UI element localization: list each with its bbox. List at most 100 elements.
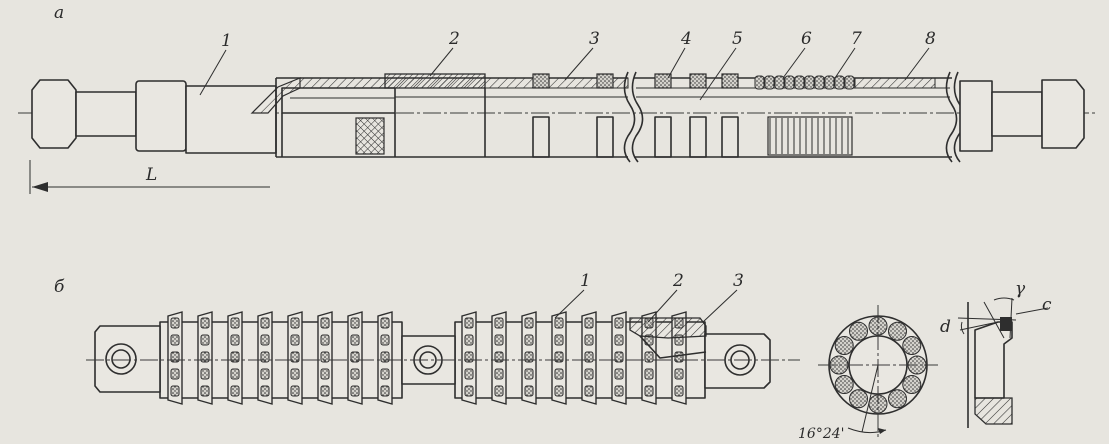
ring-insert	[834, 375, 854, 394]
tooth-insert	[320, 317, 330, 329]
callout-7: 7	[851, 29, 862, 49]
left-mount-hole	[105, 343, 137, 375]
break-line	[945, 71, 958, 163]
ring-insert	[902, 336, 922, 355]
tooth-insert	[614, 368, 624, 380]
tooth-insert	[494, 385, 504, 397]
tooth-insert	[170, 334, 180, 346]
leader-2	[429, 47, 454, 77]
tooth-insert	[524, 317, 534, 329]
calibrating-tooth	[754, 75, 765, 90]
left-shank	[31, 79, 277, 154]
left-shank-body	[185, 85, 277, 154]
tooth-insert	[290, 385, 300, 397]
tooth-insert	[524, 385, 534, 397]
callout-6: 6	[801, 29, 812, 49]
tooth-insert	[350, 334, 360, 346]
tooth-insert	[644, 368, 654, 380]
tooth-insert	[260, 368, 270, 380]
panel-b: б 1 2 3	[54, 271, 1052, 442]
tooth-4a-lower	[654, 116, 672, 158]
panel-a-label: а	[54, 3, 64, 23]
callout-5: 5	[732, 29, 743, 49]
tooth-5-lower	[721, 116, 739, 158]
leader-b-2	[647, 289, 678, 323]
tooth-insert	[494, 368, 504, 380]
break-line	[631, 71, 644, 163]
ring-insert	[888, 389, 907, 409]
calibrating-tooth	[764, 75, 775, 90]
tooth-insert	[524, 334, 534, 346]
tooth-insert	[320, 368, 330, 380]
callout-4: 4	[680, 29, 692, 49]
tooth-3a	[532, 73, 550, 89]
tooth-insert	[644, 385, 654, 397]
knurled-ring	[355, 117, 385, 155]
leader-6	[782, 47, 806, 79]
tooth-insert	[464, 334, 474, 346]
dimension-arrowhead	[32, 182, 48, 192]
angle-ray	[861, 364, 879, 433]
right-shank-collar	[959, 80, 993, 152]
tooth-4a	[654, 73, 672, 89]
callout-b-2: 2	[672, 271, 684, 291]
tooth-insert	[290, 334, 300, 346]
tooth-insert	[350, 385, 360, 397]
leader-4	[667, 47, 686, 79]
left-shank-neck	[75, 91, 137, 137]
leader-3	[564, 47, 594, 81]
calibrating-tooth	[784, 75, 795, 90]
callout-8: 8	[925, 29, 936, 49]
callout-b-1: 1	[580, 271, 591, 291]
tooth-insert	[614, 385, 624, 397]
calibrating-tooth	[834, 75, 845, 90]
tooth-insert	[170, 368, 180, 380]
tooth-insert	[290, 368, 300, 380]
left-end-plate	[94, 325, 161, 393]
tooth-insert	[554, 368, 564, 380]
angle-ref-line	[959, 321, 999, 331]
left-shank-collar	[135, 80, 187, 152]
tooth-insert	[170, 317, 180, 329]
tooth-4b-lower	[689, 116, 707, 158]
inner-sleeve	[281, 87, 396, 114]
tooth-5	[721, 73, 739, 89]
tooth-insert	[230, 334, 240, 346]
break-line	[623, 71, 636, 163]
tooth-insert	[674, 385, 684, 397]
tooth-insert	[200, 368, 210, 380]
ring-insert	[849, 321, 868, 341]
length-label: L	[145, 165, 157, 185]
broach-body-front	[250, 71, 636, 163]
tooth-insert	[614, 317, 624, 329]
tooth-insert	[380, 334, 390, 346]
right-end-plate	[704, 333, 771, 389]
angle-label: 16°24'	[798, 426, 844, 442]
angle-arrowhead	[878, 428, 886, 434]
panel-a-callouts: 1 2 3 4 5 6 7 8	[199, 29, 936, 101]
panel-b-callouts: 1 2 3	[554, 271, 744, 323]
tooth-insert	[320, 334, 330, 346]
sectioned-tooth-view	[629, 317, 707, 339]
ring-inserts	[829, 316, 927, 414]
tooth-3b	[596, 73, 614, 89]
tooth-insert	[200, 334, 210, 346]
tooth-insert	[464, 385, 474, 397]
gamma-arc	[993, 297, 1015, 301]
tooth-3a-lower	[532, 116, 550, 158]
ring-insert	[834, 336, 854, 355]
tooth-insert	[614, 334, 624, 346]
tooth-insert	[380, 317, 390, 329]
part-2-block	[384, 73, 486, 89]
callout-1: 1	[221, 31, 232, 51]
tooth-4b	[689, 73, 707, 89]
right-shank	[959, 79, 1085, 152]
tooth-insert	[230, 317, 240, 329]
tooth-insert	[350, 317, 360, 329]
leader-5	[699, 47, 737, 101]
tooth-insert	[380, 368, 390, 380]
tooth-insert	[554, 317, 564, 329]
left-shank-knob	[31, 79, 77, 149]
part-8-section	[854, 77, 936, 89]
leader-b-3	[702, 289, 738, 323]
